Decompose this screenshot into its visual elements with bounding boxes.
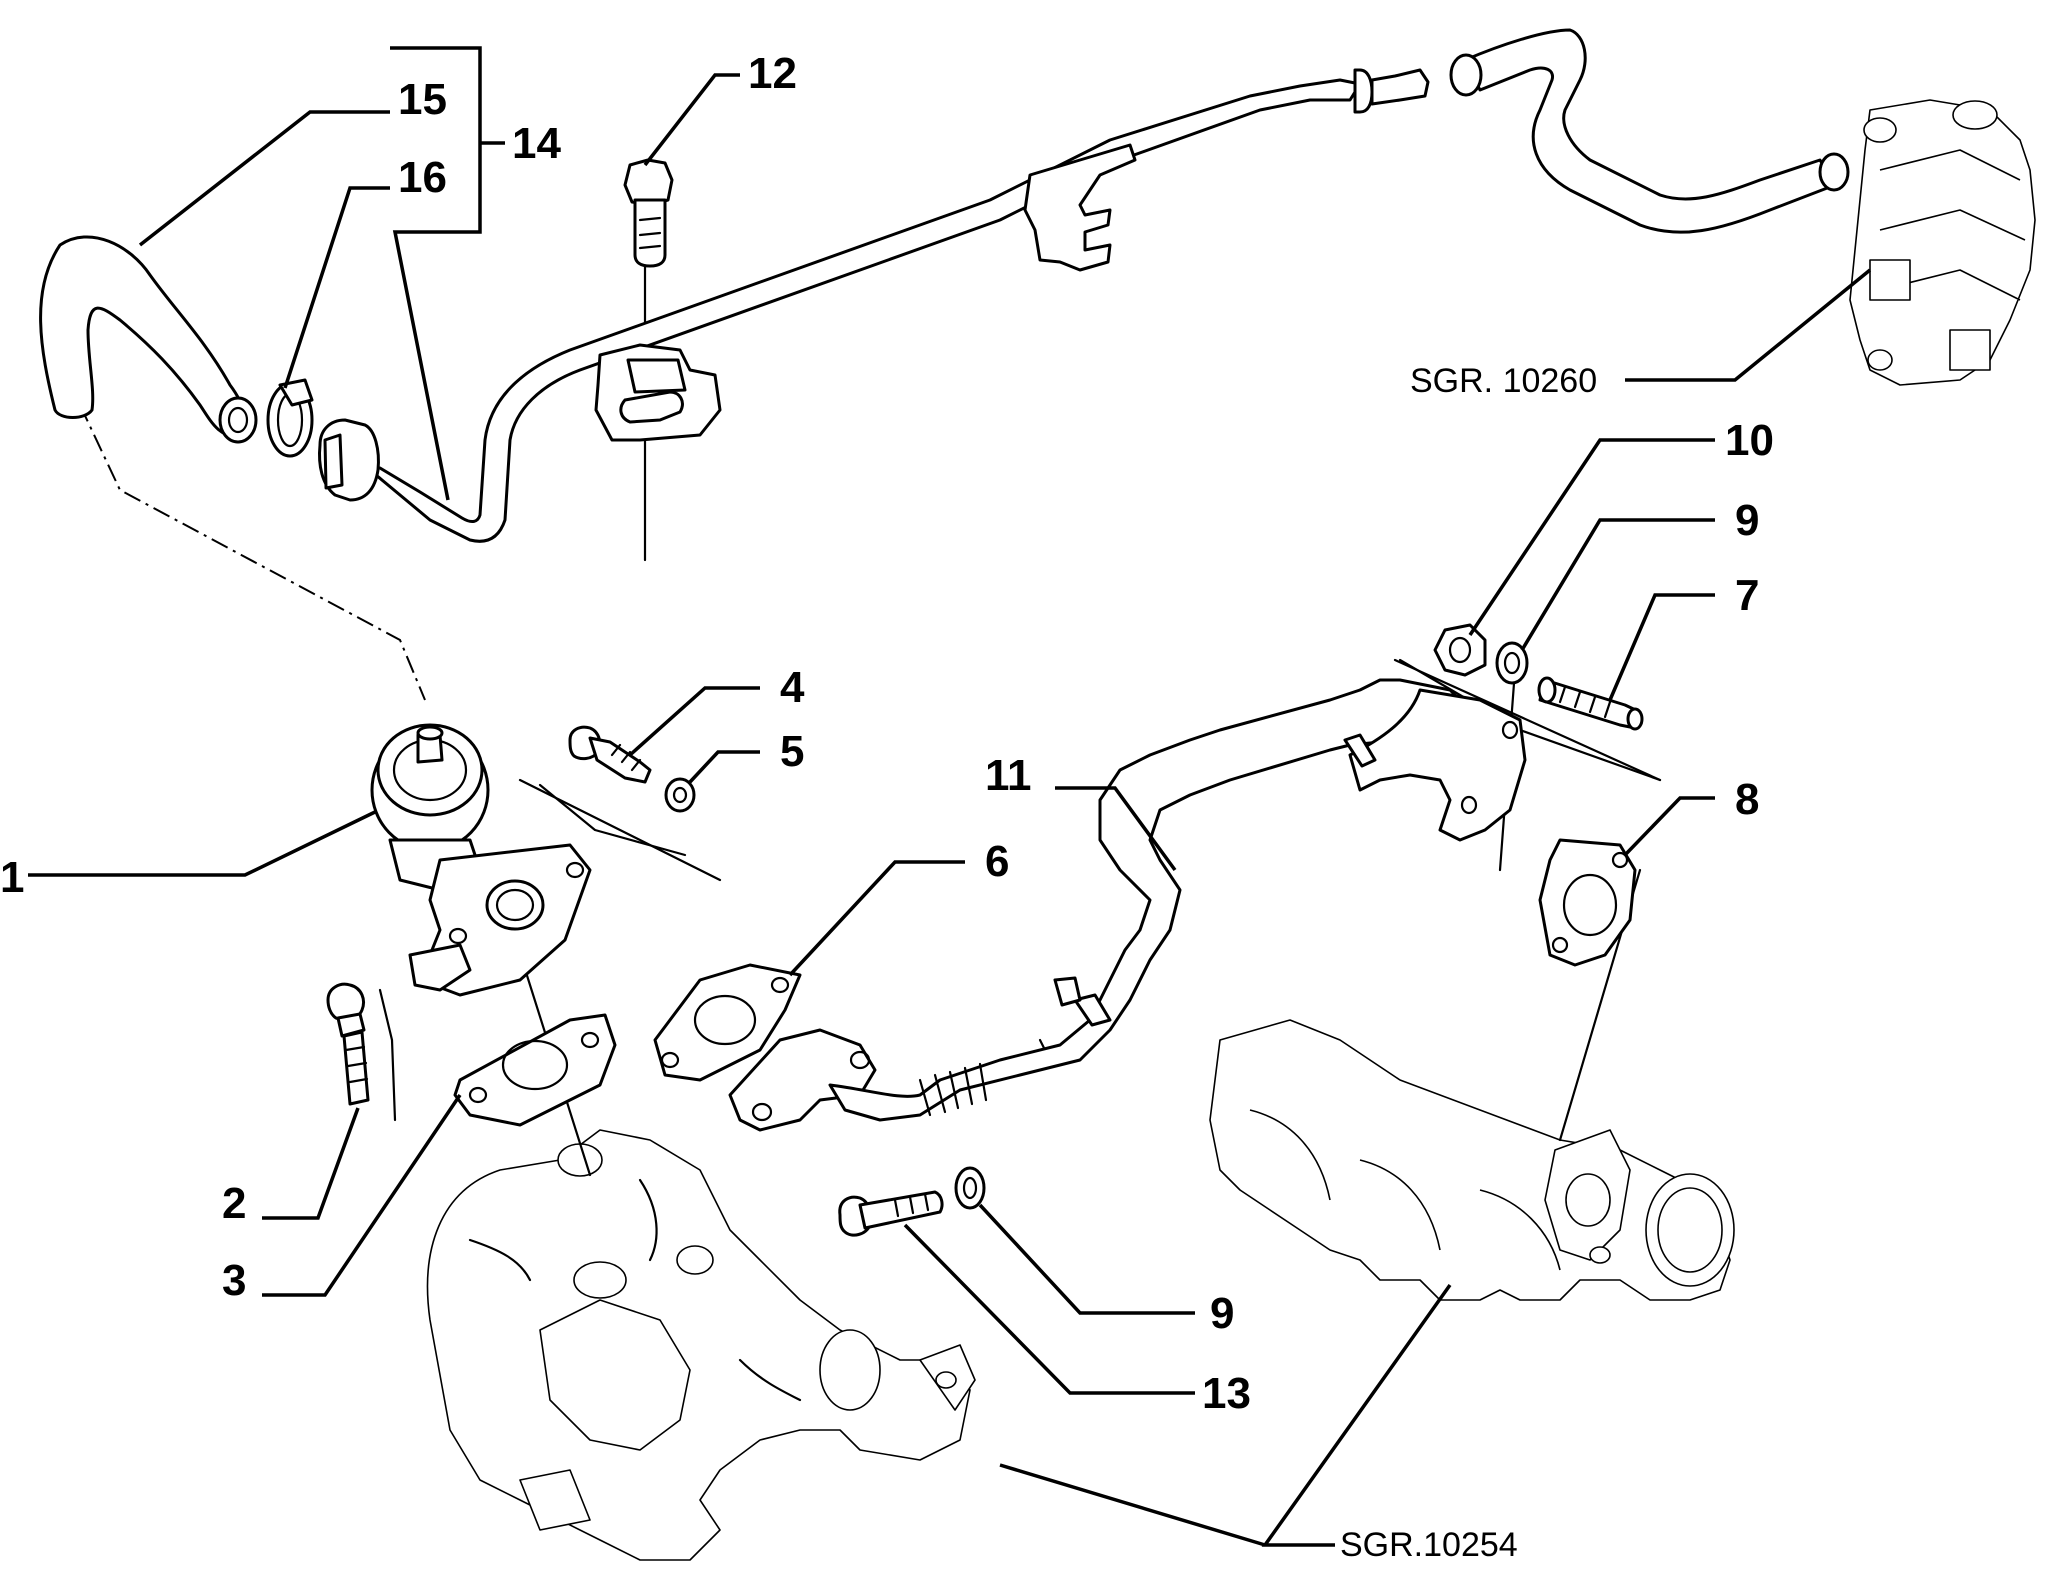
callout-12: 12 (748, 49, 797, 98)
callout-6: 6 (985, 837, 1009, 886)
part-9-washer-upper (1495, 641, 1529, 685)
intake-manifold (1209, 1019, 1735, 1301)
callout-8: 8 (1735, 775, 1759, 824)
callout-15: 15 (398, 75, 447, 124)
part-12-bolt (623, 158, 674, 268)
part-7-stud (1537, 676, 1644, 731)
callout-5: 5 (780, 727, 804, 776)
part-11-egr-pipe (728, 678, 1527, 1132)
part-5-nut (664, 777, 696, 813)
vacuum-hose-upper (1449, 28, 1850, 234)
part-10-nut (1433, 623, 1487, 677)
part-8-gasket (1538, 838, 1637, 967)
callout-9-upper: 9 (1735, 496, 1759, 545)
callout-7: 7 (1735, 571, 1759, 620)
callout-3: 3 (222, 1256, 246, 1305)
callout-9-lower: 9 (1210, 1289, 1234, 1338)
callout-1: 1 (0, 853, 24, 902)
callout-14: 14 (512, 119, 561, 168)
reference-vacuum-valve: SGR. 10260 (1410, 362, 1597, 400)
callout-4: 4 (780, 663, 805, 712)
leader-lines (28, 46, 1872, 1547)
part-6-gasket (653, 963, 802, 1082)
part-13-bolt (838, 1190, 944, 1237)
part-3-gasket (453, 1013, 617, 1127)
callout-labels: 1 2 3 4 5 6 7 8 9 10 11 9 13 12 14 15 16 (0, 49, 1774, 1418)
callout-16: 16 (398, 153, 447, 202)
exhaust-manifold (426, 1129, 976, 1561)
part-9-washer-lower (954, 1166, 986, 1210)
callout-11: 11 (985, 751, 1032, 800)
callout-13: 13 (1202, 1369, 1251, 1418)
part-15-rubber-hose (39, 235, 258, 444)
part-4-bolt (568, 725, 652, 784)
callout-10: 10 (1725, 416, 1774, 465)
part-2-bolt (326, 982, 370, 1106)
part-1-egr-valve (370, 723, 592, 997)
part-14-metal-pipe (318, 68, 1430, 543)
reference-manifold: SGR.10254 (1340, 1526, 1518, 1564)
part-16-hose-clamp (266, 378, 314, 458)
vacuum-valve (1849, 99, 2036, 386)
group-references: SGR. 10260 SGR.10254 (1340, 362, 1597, 1564)
callout-2: 2 (222, 1179, 246, 1228)
